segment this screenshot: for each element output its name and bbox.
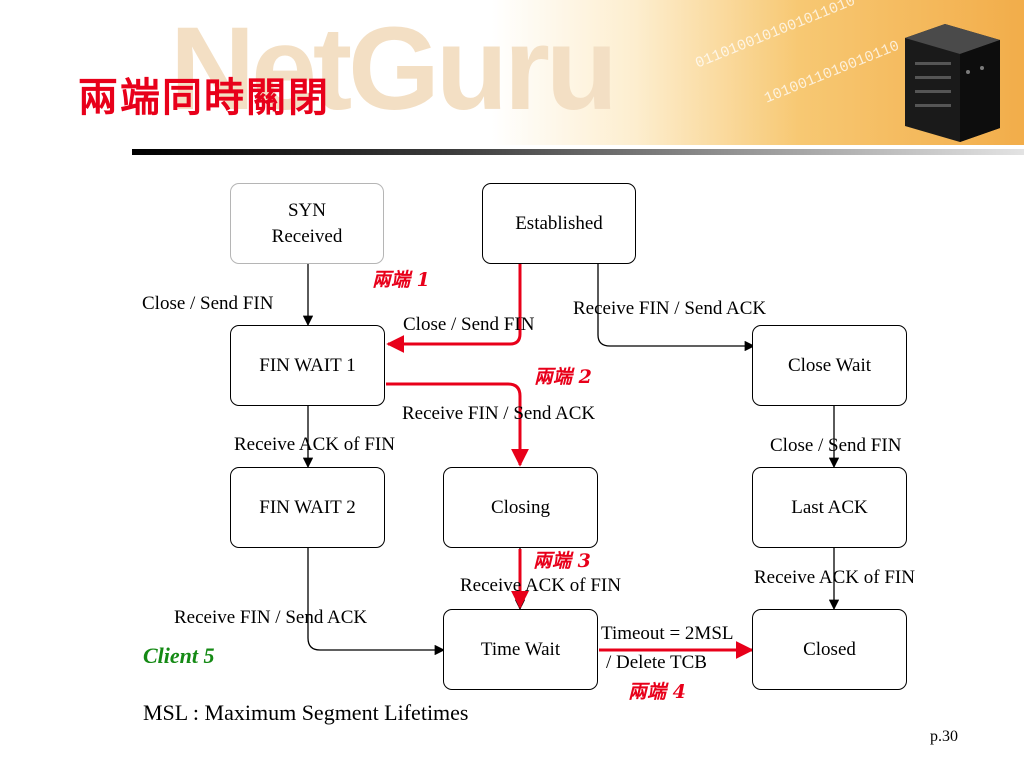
server-icon — [905, 24, 1000, 142]
state-time-wait: Time Wait — [443, 609, 598, 690]
header-banner: NetGuru 0110100101001011010 101001101001… — [0, 0, 1024, 145]
label-timewait-to-closed-1: Timeout = 2MSL — [601, 623, 734, 644]
slide-title: 兩端同時關閉 — [78, 74, 330, 121]
step-label-4: 兩端 4 — [628, 681, 686, 703]
red-arrow-finwait1-to-closing — [386, 382, 529, 467]
msl-note: MSL : Maximum Segment Lifetimes — [143, 700, 469, 725]
red-arrow-est-to-finwait1 — [386, 264, 522, 353]
state-close-wait: Close Wait — [752, 325, 907, 406]
step-label-2: 兩端 2 — [534, 366, 592, 388]
label-syn-to-finwait1: Close / Send FIN — [142, 293, 274, 314]
step-label-3: 兩端 3 — [533, 550, 591, 572]
label-finwait2-to-timewait: Receive FIN / Send ACK — [174, 607, 368, 628]
state-syn-received: SYN Received — [230, 183, 384, 264]
label-lastack-to-closed: Receive ACK of FIN — [754, 567, 915, 588]
client-label: Client 5 — [143, 643, 215, 668]
label-finwait1-to-finwait2: Receive ACK of FIN — [234, 434, 395, 455]
label-finwait1-to-closing: Receive FIN / Send ACK — [402, 403, 596, 424]
netguru-watermark: NetGuru — [170, 3, 618, 135]
title-divider — [132, 149, 1024, 155]
page-number: p.30 — [930, 728, 958, 745]
state-established: Established — [482, 183, 636, 264]
label-est-to-finwait1: Close / Send FIN — [403, 314, 535, 335]
state-fin-wait-1: FIN WAIT 1 — [230, 325, 385, 406]
state-closed: Closed — [752, 609, 907, 690]
label-closing-to-timewait: Receive ACK of FIN — [460, 575, 621, 596]
state-last-ack: Last ACK — [752, 467, 907, 548]
label-timewait-to-closed-2: / Delete TCB — [606, 652, 707, 673]
label-closewait-to-lastack: Close / Send FIN — [770, 435, 902, 456]
state-closing: Closing — [443, 467, 598, 548]
step-label-1: 兩端 1 — [372, 269, 430, 291]
label-est-to-closewait: Receive FIN / Send ACK — [573, 298, 767, 319]
arrow-est-to-closewait — [597, 264, 756, 352]
state-fin-wait-2: FIN WAIT 2 — [230, 467, 385, 548]
arrow-finwait2-to-timewait — [307, 547, 446, 656]
